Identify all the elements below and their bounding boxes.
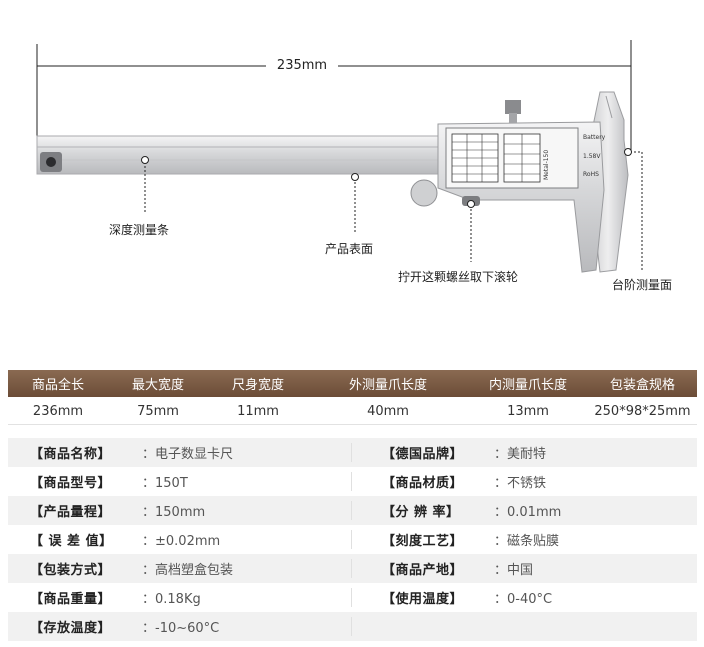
- spec-value: 236mm: [32, 403, 84, 419]
- callout-markers: [141, 148, 632, 208]
- attribute-value: ：0.18Kg: [142, 592, 201, 607]
- spec-header: 外测量爪长度: [348, 378, 427, 393]
- attribute-key: 【产品量程】: [30, 505, 112, 520]
- attribute-key: 【商品产地】: [382, 563, 464, 578]
- callout-product-surface: 产品表面: [325, 242, 374, 256]
- spec-value: 75mm: [137, 403, 179, 419]
- attribute-key: 【商品材质】: [382, 476, 464, 491]
- attribute-key: 【刻度工艺】: [382, 534, 464, 549]
- callout-step-face: 台阶测量面: [612, 278, 673, 292]
- attribute-value: ：-10~60°C: [142, 621, 220, 636]
- attribute-cell: 【分 辨 率】 ：0.01mm: [352, 501, 696, 520]
- attribute-key: 【商品名称】: [30, 447, 112, 462]
- attribute-key: 【 误 差 值】: [30, 534, 113, 549]
- attribute-cell: 【存放温度】 ：-10~60°C: [8, 617, 352, 636]
- attribute-value: ：高档塑盒包装: [142, 563, 234, 578]
- attribute-cell: 【商品材质】 ：不锈铁: [352, 472, 696, 491]
- overall-length-label: 235mm: [266, 58, 338, 73]
- attribute-cell: 【使用温度】 ：0-40°C: [352, 588, 696, 607]
- battery-text: Battery: [583, 134, 606, 141]
- attribute-key: 【商品重量】: [30, 592, 112, 607]
- attribute-key: 【存放温度】: [30, 621, 112, 636]
- spec-value-row: 236mm 75mm 11mm 40mm 13mm 250*98*25mm: [8, 398, 697, 425]
- attribute-key: 【商品型号】: [30, 476, 112, 491]
- attribute-key: 【包装方式】: [30, 563, 112, 578]
- attribute-key: 【德国品牌】: [382, 447, 464, 462]
- attribute-value: ：±0.02mm: [142, 534, 221, 549]
- attribute-value: ：不锈铁: [494, 476, 547, 491]
- attribute-row: 【 误 差 值】 ：±0.02mm 【刻度工艺】 ：磁条贴膜: [8, 525, 697, 554]
- attribute-cell: 【产品量程】 ：150mm: [8, 501, 352, 520]
- attribute-value: ：0.01mm: [494, 505, 562, 520]
- rohs-text: RoHS: [583, 171, 599, 178]
- spec-header: 内测量爪长度: [488, 378, 567, 393]
- attribute-cell: 【德国品牌】 ：美耐特: [352, 443, 696, 462]
- attribute-cell: 【商品名称】 ：电子数显卡尺: [8, 443, 352, 462]
- attribute-row: 【商品重量】 ：0.18Kg 【使用温度】 ：0-40°C: [8, 583, 697, 612]
- attribute-key: 【分 辨 率】: [382, 505, 460, 520]
- attribute-cell: 【包装方式】 ：高档塑盒包装: [8, 559, 352, 578]
- spec-header: 最大宽度: [131, 378, 184, 393]
- attribute-value: ：150T: [142, 476, 188, 491]
- attribute-key: 【使用温度】: [382, 592, 464, 607]
- model-text: Metal-150: [543, 150, 550, 180]
- spec-header: 商品全长: [31, 378, 84, 393]
- callout-screw: 拧开这颗螺丝取下滚轮: [398, 270, 519, 284]
- attribute-value: ：电子数显卡尺: [142, 447, 234, 462]
- display-panel: [445, 127, 579, 189]
- attribute-row: 【产品量程】 ：150mm 【分 辨 率】 ：0.01mm: [8, 496, 697, 525]
- attribute-value: ：150mm: [142, 505, 206, 520]
- attribute-value: ：美耐特: [494, 447, 547, 462]
- attribute-cell: 【商品型号】 ：150T: [8, 472, 352, 491]
- callout-depth-rod: 深度测量条: [109, 223, 170, 237]
- attribute-row: 【商品型号】 ：150T 【商品材质】 ：不锈铁: [8, 467, 697, 496]
- attribute-value: ：0-40°C: [494, 592, 553, 607]
- voltage-text: 1.58V: [583, 153, 601, 160]
- caliper-drawing: Battery 1.58V RoHS Metal-150: [36, 40, 643, 273]
- attribute-grid: 【商品名称】 ：电子数显卡尺 【德国品牌】 ：美耐特 【商品型号】 ：150T …: [8, 438, 697, 641]
- caliper-illustration: Battery 1.58V RoHS Metal-150 235mm 深度测量条…: [0, 0, 704, 300]
- spec-header-row: 商品全长 最大宽度 尺身宽度 外测量爪长度 内测量爪长度 包装盒规格: [8, 370, 697, 397]
- callout-leaders: [144, 151, 643, 270]
- attribute-value: ：磁条贴膜: [494, 534, 560, 549]
- attribute-cell: 【商品产地】 ：中国: [352, 559, 696, 578]
- spec-header: 包装盒规格: [609, 378, 675, 393]
- spec-value: 40mm: [367, 403, 409, 419]
- attribute-row: 【商品名称】 ：电子数显卡尺 【德国品牌】 ：美耐特: [8, 438, 697, 467]
- spec-header: 尺身宽度: [231, 378, 284, 393]
- attribute-cell: 【 误 差 值】 ：±0.02mm: [8, 530, 352, 549]
- spec-value: 11mm: [237, 403, 279, 419]
- attribute-row: 【包装方式】 ：高档塑盒包装 【商品产地】 ：中国: [8, 554, 697, 583]
- main-beam: [36, 135, 458, 175]
- attribute-cell: 【刻度工艺】 ：磁条贴膜: [352, 530, 696, 549]
- attribute-value: ：中国: [494, 563, 534, 578]
- spec-value: 13mm: [507, 403, 549, 419]
- attribute-cell: 【商品重量】 ：0.18Kg: [8, 588, 352, 607]
- attribute-row: 【存放温度】 ：-10~60°C: [8, 612, 697, 641]
- spec-value: 250*98*25mm: [594, 403, 691, 419]
